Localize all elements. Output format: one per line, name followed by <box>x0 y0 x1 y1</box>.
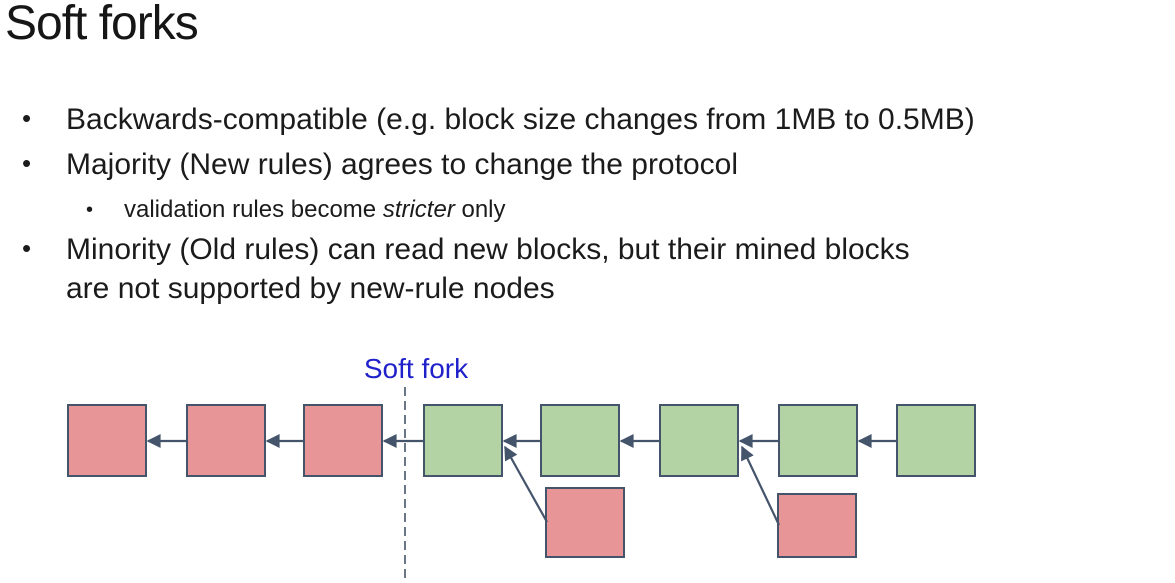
bullet-line-1: Minority (Old rules) can read new blocks… <box>66 233 910 266</box>
bullet-text: Majority (New rules) agrees to change th… <box>66 148 738 181</box>
orphan-old-block-2 <box>777 493 857 558</box>
diagram-blocks-and-arrows <box>67 404 976 558</box>
bullet-text-post: only <box>454 196 506 223</box>
new-rules-block-4 <box>778 404 858 477</box>
new-rules-block-1 <box>423 404 503 477</box>
orphan-old-block-1 <box>545 487 625 558</box>
bullet-line-2: are not supported by new-rule nodes <box>66 272 555 305</box>
new-rules-block-5 <box>896 404 976 477</box>
orphan-arrow-2 <box>741 445 780 526</box>
bullet-backwards-compatible: Backwards-compatible (e.g. block size ch… <box>20 99 1170 139</box>
bullet-text-pre: validation rules become <box>124 196 383 223</box>
slide-title: Soft forks <box>5 0 199 50</box>
fork-label: Soft fork <box>364 353 469 384</box>
bullet-validation-rules: validation rules become stricter only <box>20 190 1170 230</box>
bullet-list: Backwards-compatible (e.g. block size ch… <box>20 99 1170 314</box>
old-rules-block-1 <box>67 404 147 477</box>
old-rules-block-3 <box>303 404 383 477</box>
old-rules-block-2 <box>186 404 266 477</box>
bullet-text-emphasis: stricter <box>382 196 455 223</box>
new-rules-block-2 <box>540 404 620 477</box>
orphan-arrow-1 <box>504 445 548 523</box>
bullet-text: Backwards-compatible (e.g. block size ch… <box>66 103 975 136</box>
bullet-minority: Minority (Old rules) can read new blocks… <box>20 229 1170 308</box>
new-rules-block-3 <box>659 404 739 477</box>
blockchain-diagram: Soft fork <box>67 353 976 583</box>
bullet-majority: Majority (New rules) agrees to change th… <box>20 144 1170 184</box>
